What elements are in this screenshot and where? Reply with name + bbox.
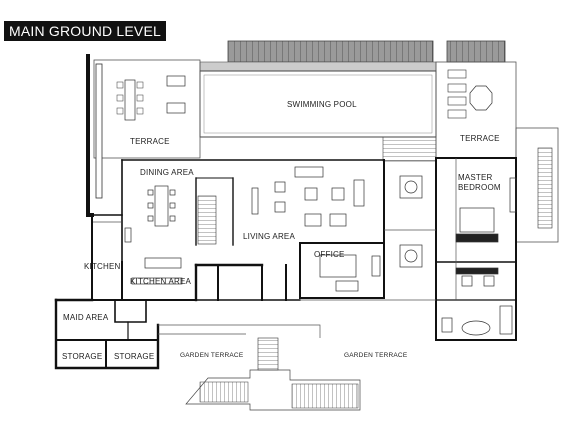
ceiling-fan-icons xyxy=(399,175,423,268)
terrace-right-area xyxy=(435,61,559,243)
dining-table xyxy=(124,185,176,243)
master-bed xyxy=(441,177,517,336)
label-garden-terrace-right: GARDEN TERRACE xyxy=(344,352,408,359)
label-storage-left: STORAGE xyxy=(62,352,102,361)
label-storage-right: STORAGE xyxy=(114,352,154,361)
label-garden-terrace-left: GARDEN TERRACE xyxy=(180,352,244,359)
entrance-stairs xyxy=(185,337,361,411)
interior-lines xyxy=(93,158,457,338)
swimming-pool xyxy=(199,70,437,162)
label-living-area: LIVING AREA xyxy=(243,232,295,241)
label-kitchen: KITCHEN xyxy=(84,262,121,271)
label-kitchen-area: KITCHEN AREA xyxy=(130,277,192,286)
label-terrace-left: TERRACE xyxy=(130,137,170,146)
label-swimming-pool: SWIMMING POOL xyxy=(287,100,357,109)
label-dining-area: DINING AREA xyxy=(140,168,194,177)
room-labels: SWIMMING POOL TERRACE TERRACE DINING ARE… xyxy=(62,100,501,361)
office-furniture xyxy=(319,254,381,292)
house-walls xyxy=(54,54,517,370)
terrace-left-area xyxy=(93,59,201,199)
interior-stair xyxy=(197,195,217,245)
label-terrace-right: TERRACE xyxy=(460,134,500,143)
roof-pergola xyxy=(199,40,506,72)
plan-title: MAIN GROUND LEVEL xyxy=(4,21,166,41)
living-furniture xyxy=(131,166,365,285)
label-maid-area: MAID AREA xyxy=(63,313,109,322)
label-office: OFFICE xyxy=(314,250,345,259)
